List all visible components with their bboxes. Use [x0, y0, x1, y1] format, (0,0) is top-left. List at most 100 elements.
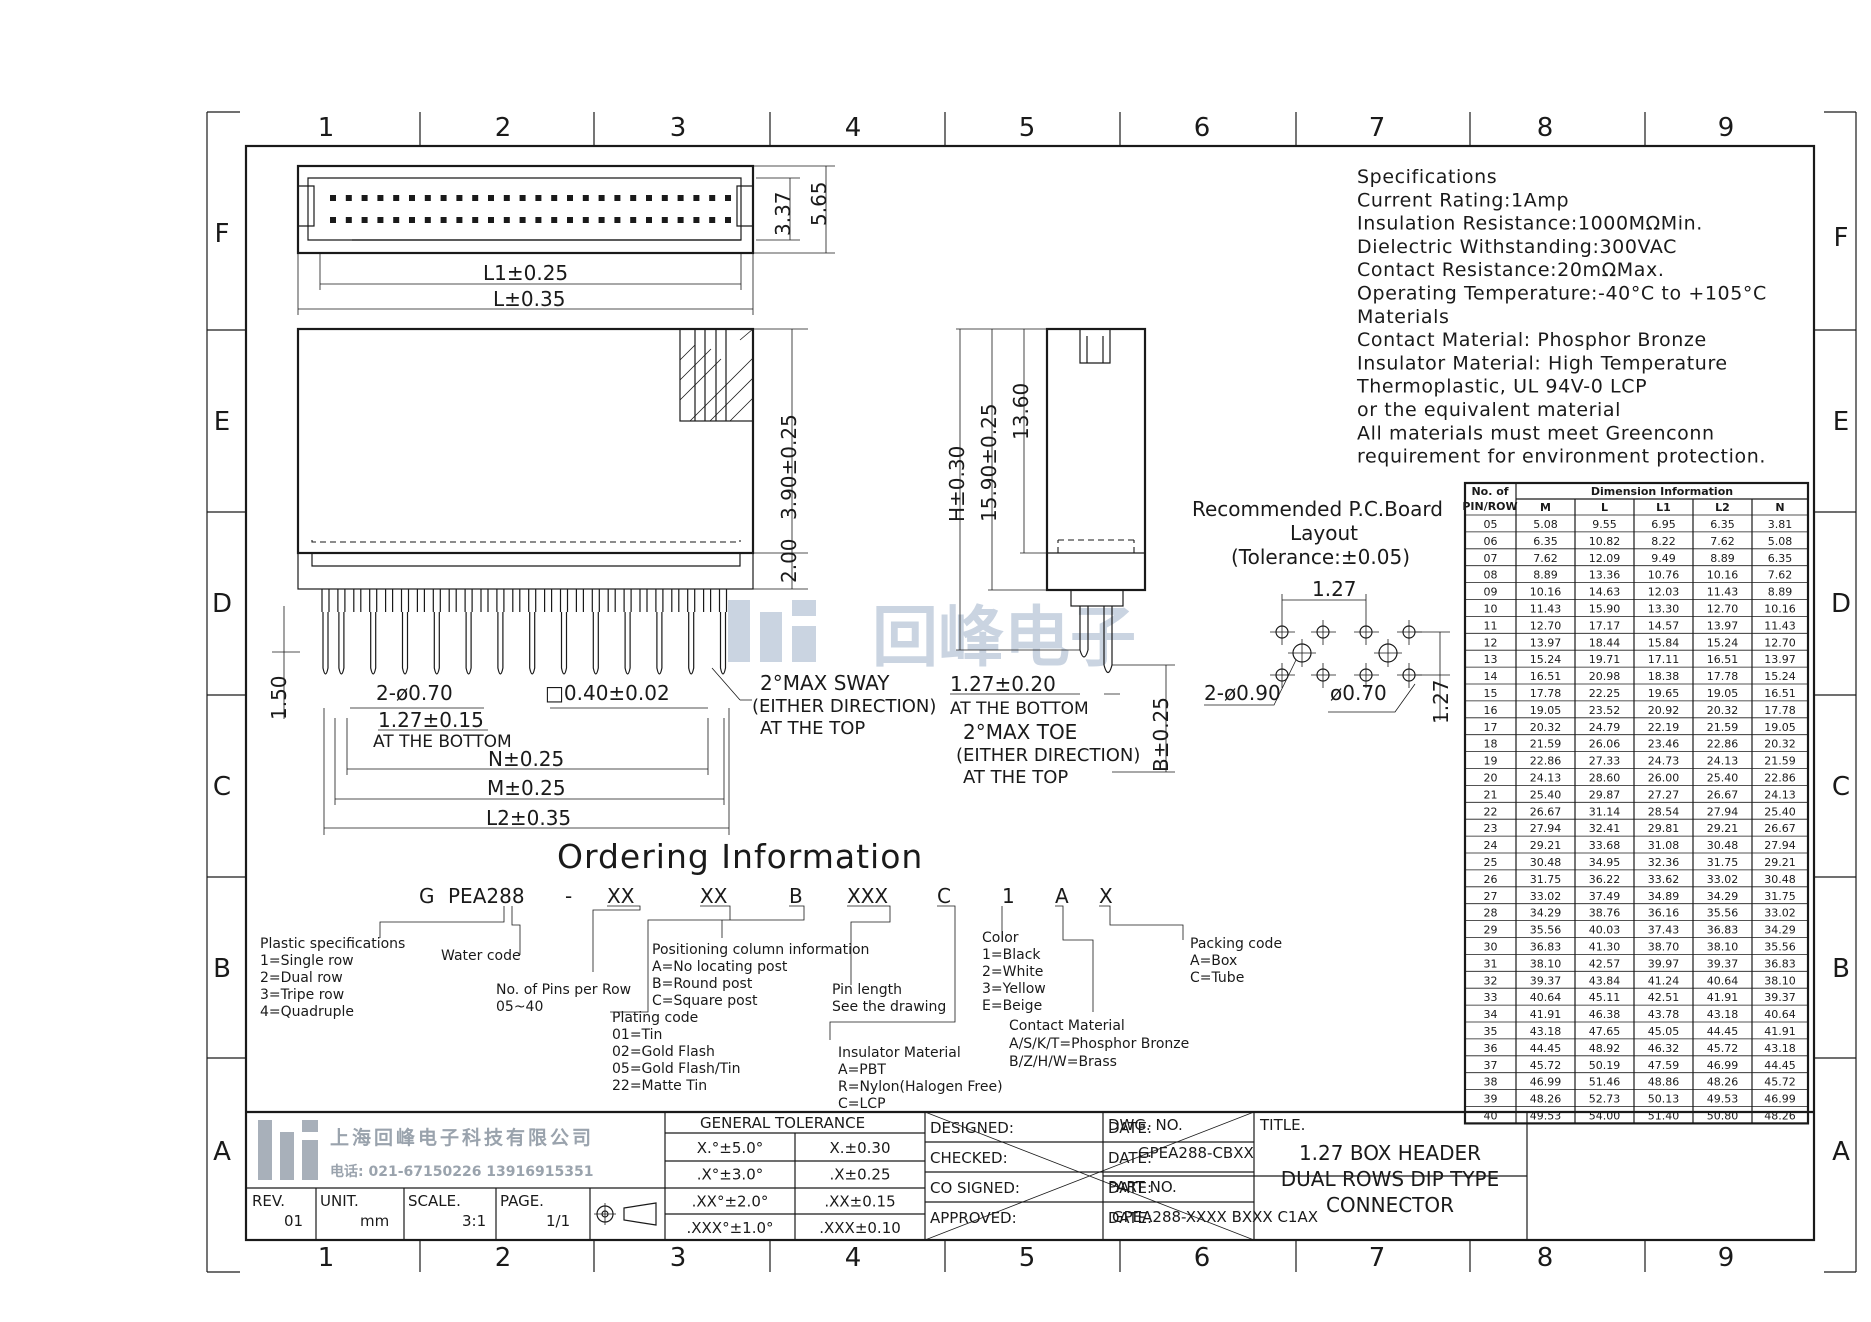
table-cell: 17.11	[1648, 653, 1680, 666]
table-cell: 20.32	[1707, 704, 1739, 717]
table-cell: 48.26	[1707, 1076, 1739, 1089]
packing-option: C=Tube	[1190, 970, 1244, 986]
pin-shoulder	[639, 589, 648, 612]
table-cell: 32.36	[1648, 856, 1680, 869]
table-header-pins-2: PIN/ROW	[1462, 500, 1517, 513]
table-cell: 19.05	[1707, 687, 1739, 700]
table-cell: 25.40	[1707, 772, 1739, 785]
pin-hole	[456, 217, 463, 223]
code-packing: X	[1099, 884, 1113, 908]
zone-row-b-right: B	[1832, 954, 1850, 984]
company-logo	[258, 1120, 318, 1180]
pin-hole	[677, 217, 684, 223]
title-label: TITLE.	[1259, 1116, 1305, 1134]
zone-col-7: 7	[1369, 113, 1386, 143]
table-cell: 44.45	[1707, 1025, 1739, 1038]
zone-labels-left: F E D C B A	[212, 219, 232, 1167]
table-cell: 25.40	[1530, 788, 1562, 801]
zone-col-2-bottom: 2	[495, 1243, 512, 1273]
table-cell: 43.84	[1589, 974, 1621, 987]
positioning-heading: Positioning column information	[652, 942, 869, 958]
table-row-pins: 06	[1484, 535, 1498, 548]
pin-length-heading: Pin length	[832, 982, 902, 998]
table-cell: 14.57	[1648, 619, 1680, 632]
table-row-pins: 38	[1484, 1076, 1498, 1089]
table-cell: 26.06	[1589, 738, 1621, 751]
pin-hole	[345, 195, 352, 201]
pin-hole	[393, 195, 400, 201]
table-cell: 23.46	[1648, 738, 1680, 751]
pin-hole	[630, 217, 637, 223]
color-option: 2=White	[982, 964, 1043, 980]
pin-hole	[377, 195, 384, 201]
table-cell: 8.22	[1651, 535, 1676, 548]
table-cell: 46.38	[1589, 1008, 1621, 1021]
table-cell: 43.18	[1530, 1025, 1562, 1038]
table-cell: 39.37	[1707, 957, 1739, 970]
table-row-pins: 28	[1484, 907, 1498, 920]
plating-option: 01=Tin	[612, 1027, 662, 1043]
pin-shoulder	[512, 589, 521, 612]
pin-hole	[330, 217, 336, 223]
zone-col-1: 1	[318, 113, 335, 143]
pin-hole	[582, 217, 589, 223]
pin-hole	[519, 217, 526, 223]
table-cell: 33.02	[1530, 890, 1562, 903]
watermark: 回峰电子	[728, 599, 1136, 676]
table-cell: 38.10	[1530, 957, 1562, 970]
table-cell: 30.48	[1530, 856, 1562, 869]
pin-hole	[614, 195, 621, 201]
table-cell: 17.78	[1530, 687, 1562, 700]
zone-col-6-bottom: 6	[1194, 1243, 1211, 1273]
table-cell: 22.19	[1648, 721, 1680, 734]
table-cell: 11.43	[1530, 603, 1562, 616]
table-row-pins: 19	[1484, 755, 1498, 768]
table-col-header: L2	[1715, 501, 1730, 514]
insulator-option: C=LCP	[838, 1096, 886, 1112]
pin-shoulder	[703, 589, 712, 612]
table-cell: 18.44	[1589, 636, 1621, 649]
zone-col-4-bottom: 4	[845, 1243, 862, 1273]
table-row-pins: 23	[1484, 822, 1498, 835]
table-row-pins: 24	[1484, 839, 1498, 852]
table-cell: 33.62	[1648, 873, 1680, 886]
signoff-label: CO SIGNED:	[930, 1179, 1020, 1197]
pin-shoulder	[671, 589, 680, 612]
pin-shoulder	[416, 589, 425, 612]
pin-hole	[661, 217, 668, 223]
code-series: PEA288	[448, 884, 525, 908]
code-pins: XX	[700, 884, 728, 908]
table-cell: 39.37	[1530, 974, 1562, 987]
dim-m: M±0.25	[487, 776, 566, 800]
table-cell: 26.67	[1707, 788, 1739, 801]
table-row-pins: 33	[1484, 991, 1498, 1004]
table-cell: 13.97	[1707, 619, 1739, 632]
table-cell: 31.08	[1648, 839, 1680, 852]
table-cell: 42.51	[1648, 991, 1680, 1004]
table-cell: 10.16	[1530, 586, 1562, 599]
table-cell: 22.25	[1589, 687, 1621, 700]
code-color: 1	[1002, 884, 1015, 908]
table-cell: 48.26	[1530, 1093, 1562, 1106]
pcb-pitch: 1.27	[1312, 577, 1357, 601]
unit-label: UNIT.	[320, 1192, 359, 1210]
table-cell: 50.13	[1648, 1093, 1680, 1106]
table-header-pins: No. of	[1471, 485, 1508, 498]
pin-hole	[503, 217, 510, 223]
pin-hole	[646, 217, 652, 223]
table-row-pins: 11	[1484, 619, 1498, 632]
table-cell: 37.49	[1589, 890, 1621, 903]
pin-hole	[440, 195, 447, 201]
table-cell: 41.91	[1707, 991, 1739, 1004]
table-row-pins: 21	[1484, 788, 1498, 801]
table-row-pins: 36	[1484, 1042, 1498, 1055]
pin-shoulder	[687, 589, 696, 612]
table-cell: 16.51	[1707, 653, 1739, 666]
zone-labels-top: 1 2 3 4 5 6 7 8 9	[318, 113, 1735, 143]
table-row-pins: 13	[1484, 653, 1498, 666]
table-cell: 20.32	[1530, 721, 1562, 734]
pin-leg	[338, 612, 345, 675]
code-length: XXX	[847, 884, 888, 908]
pcb-tolerance: (Tolerance:±0.05)	[1231, 545, 1410, 569]
